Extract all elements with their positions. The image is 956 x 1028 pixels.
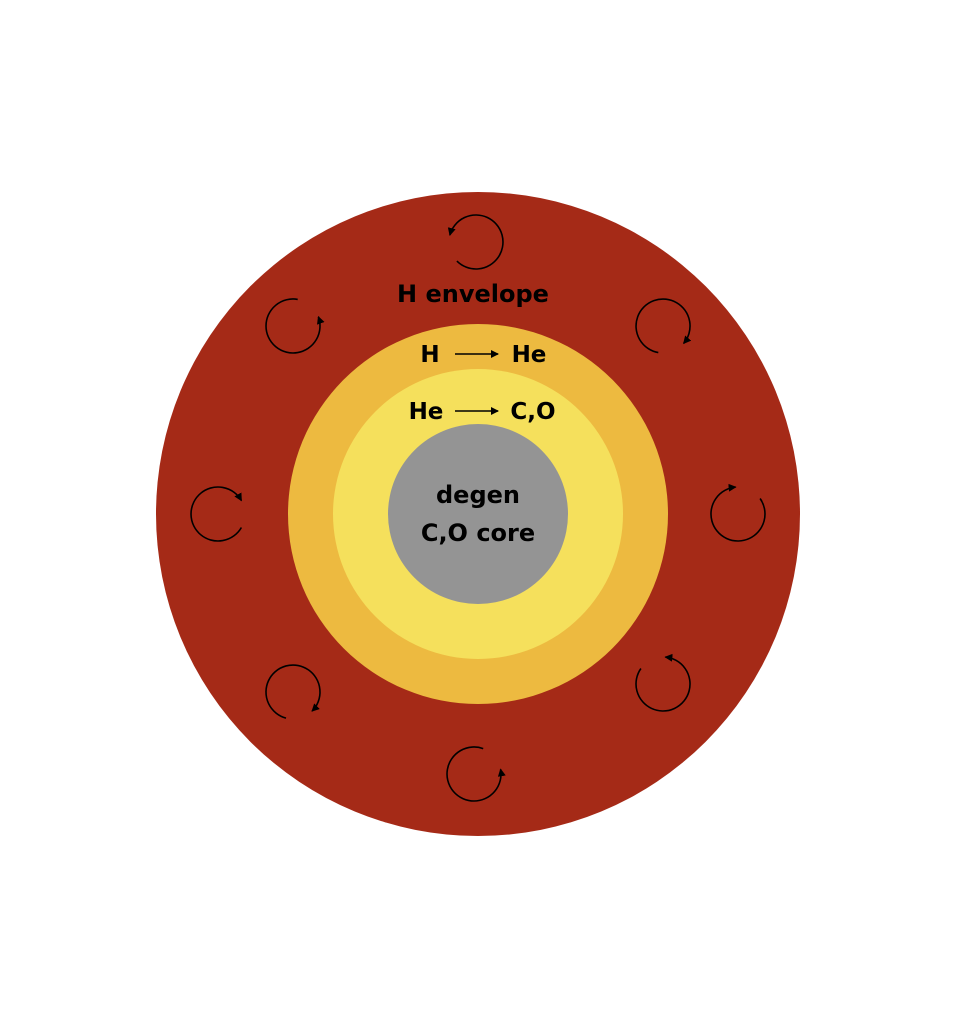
circular-arrow-icon — [710, 483, 766, 542]
circular-arrow-icon — [635, 298, 692, 354]
convection-cell-icon-top — [447, 214, 504, 270]
circular-arrow-icon — [265, 664, 321, 719]
core-label-line1: degen — [436, 481, 520, 509]
convection-cell-icon-left — [190, 486, 243, 542]
degenerate-core — [388, 424, 568, 604]
circular-arrow-icon — [635, 653, 691, 712]
convection-cells — [190, 214, 766, 802]
convection-cell-icon-right — [710, 483, 766, 542]
convection-cell-icon-upper-left — [265, 298, 325, 354]
convection-cell-icon-bottom — [446, 746, 506, 802]
convection-cell-icon-lower-left — [265, 664, 321, 719]
circular-arrow-icon — [446, 746, 506, 802]
convection-cell-icon-lower-right — [635, 653, 691, 712]
he-shell-reactant-label: He — [409, 399, 444, 425]
circular-arrow-icon — [447, 214, 504, 270]
circular-arrow-icon — [190, 486, 243, 542]
convection-cell-icon-upper-right — [635, 298, 692, 354]
envelope-label: H envelope — [397, 280, 549, 308]
core-label-line2: C,O core — [421, 519, 535, 547]
h-shell-product-label: He — [512, 342, 547, 368]
circular-arrow-icon — [265, 298, 325, 354]
he-shell-product-label: C,O — [510, 399, 555, 425]
h-shell-reactant-label: H — [420, 342, 439, 368]
